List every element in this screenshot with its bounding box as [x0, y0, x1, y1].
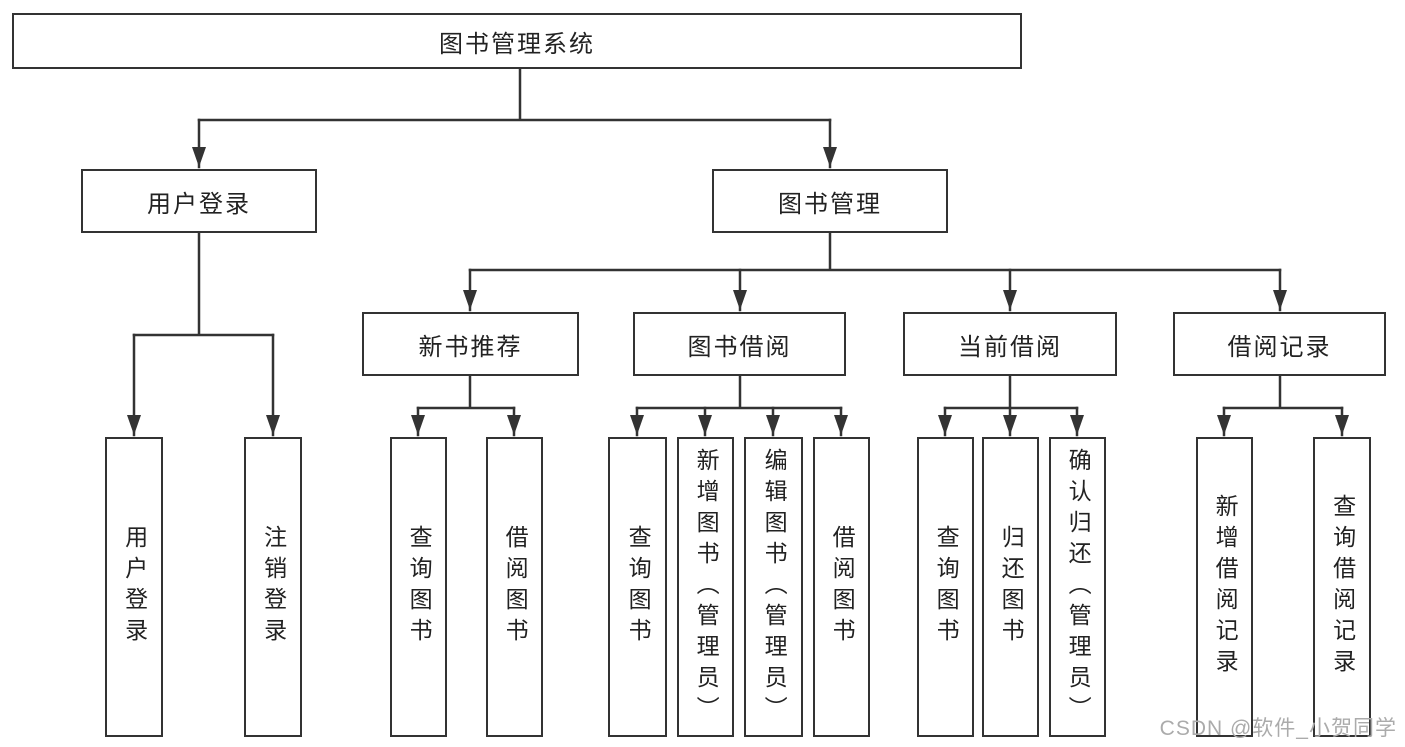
- node-user-login: 用户登录: [81, 169, 317, 233]
- node-label: 图书管理系统: [439, 30, 595, 58]
- node-label: 新增借阅记录: [1212, 494, 1239, 680]
- node-label: 查询借阅记录: [1329, 494, 1356, 680]
- leaf-confirm-return-admin: 确认归还（管理员）: [1049, 437, 1106, 737]
- node-new-book-recommend: 新书推荐: [362, 312, 579, 376]
- node-label: 归还图书: [998, 525, 1025, 649]
- leaf-user-login: 用户登录: [105, 437, 163, 737]
- node-label: 查询图书: [406, 525, 433, 649]
- node-label: 编辑图书（管理员）: [761, 447, 788, 727]
- node-library-management-system: 图书管理系统: [12, 13, 1022, 69]
- leaf-query-book-3: 查询图书: [917, 437, 974, 737]
- node-label: 注销登录: [260, 525, 287, 649]
- node-label: 查询图书: [625, 525, 652, 649]
- node-label: 当前借阅: [958, 333, 1062, 361]
- node-label: 用户登录: [121, 525, 148, 649]
- leaf-query-borrow-record: 查询借阅记录: [1313, 437, 1371, 737]
- node-label: 借阅图书: [829, 525, 856, 649]
- leaf-add-borrow-record: 新增借阅记录: [1196, 437, 1253, 737]
- node-label: 查询图书: [933, 525, 960, 649]
- leaf-borrow-book-2: 借阅图书: [813, 437, 870, 737]
- node-label: 确认归还（管理员）: [1065, 447, 1092, 727]
- leaf-logout: 注销登录: [244, 437, 302, 737]
- node-label: 借阅图书: [502, 525, 529, 649]
- leaf-add-book-admin: 新增图书（管理员）: [677, 437, 734, 737]
- leaf-query-book-1: 查询图书: [390, 437, 447, 737]
- leaf-edit-book-admin: 编辑图书（管理员）: [744, 437, 803, 737]
- node-label: 图书管理: [778, 190, 882, 218]
- node-current-borrow: 当前借阅: [903, 312, 1117, 376]
- node-book-management: 图书管理: [712, 169, 948, 233]
- node-label: 用户登录: [147, 190, 251, 218]
- node-label: 借阅记录: [1227, 333, 1332, 361]
- node-book-borrow: 图书借阅: [633, 312, 846, 376]
- leaf-query-book-2: 查询图书: [608, 437, 667, 737]
- node-label: 图书借阅: [687, 333, 792, 361]
- leaf-return-book: 归还图书: [982, 437, 1039, 737]
- node-borrow-record: 借阅记录: [1173, 312, 1386, 376]
- node-label: 新增图书（管理员）: [693, 447, 720, 727]
- csdn-watermark: CSDN @软件_小贺同学: [1159, 717, 1397, 740]
- node-label: 新书推荐: [418, 333, 523, 361]
- leaf-borrow-book-1: 借阅图书: [486, 437, 543, 737]
